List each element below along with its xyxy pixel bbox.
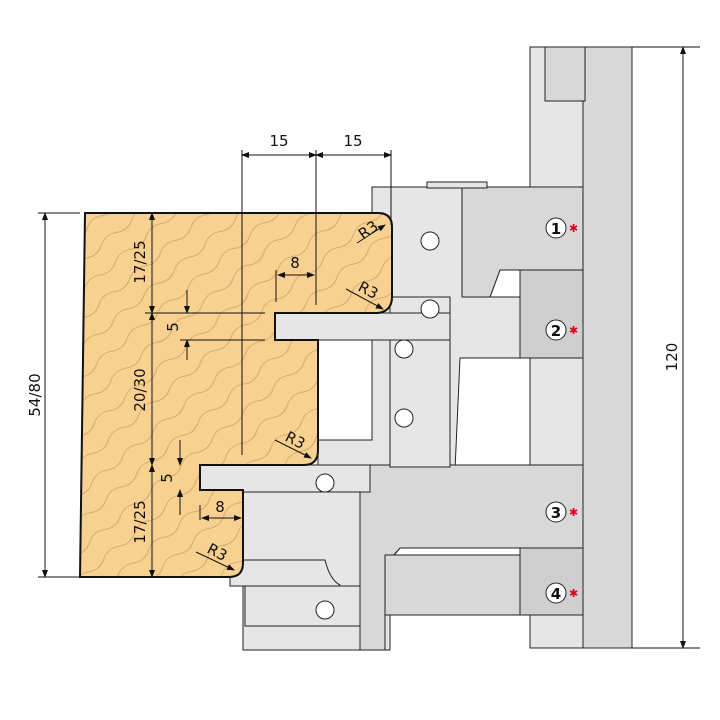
cutter-label-3: 3 ✱ xyxy=(545,501,578,523)
marker-icon: ✱ xyxy=(569,506,578,519)
cutter-label-1: 1 ✱ xyxy=(545,217,578,239)
dimension-lines xyxy=(38,46,686,649)
dim-width-left: 15 xyxy=(269,132,288,150)
svg-text:3: 3 xyxy=(551,504,561,522)
dim-total-height: 54/80 xyxy=(26,373,44,416)
cutter-label-4: 4 ✱ xyxy=(545,582,578,604)
pin-holes xyxy=(315,231,440,620)
dim-groove-depth-bottom: 8 xyxy=(215,498,225,516)
dim-middle-section: 20/30 xyxy=(131,368,149,411)
dim-tool-height: 120 xyxy=(663,343,681,372)
wood-grain xyxy=(78,212,393,578)
svg-text:2: 2 xyxy=(551,322,561,340)
dim-width-right: 15 xyxy=(343,132,362,150)
marker-icon: ✱ xyxy=(569,587,578,600)
dim-bottom-section: 17/25 xyxy=(131,500,149,543)
marker-icon: ✱ xyxy=(569,324,578,337)
svg-text:1: 1 xyxy=(551,220,561,238)
dim-groove-depth-top: 8 xyxy=(290,254,300,272)
dim-top-section: 17/25 xyxy=(131,240,149,283)
marker-icon: ✱ xyxy=(569,222,578,235)
dim-groove-width-bottom: 5 xyxy=(158,473,176,483)
svg-text:4: 4 xyxy=(551,585,561,603)
cutter-label-2: 2 ✱ xyxy=(545,319,578,341)
dim-groove-width-top: 5 xyxy=(164,322,182,332)
